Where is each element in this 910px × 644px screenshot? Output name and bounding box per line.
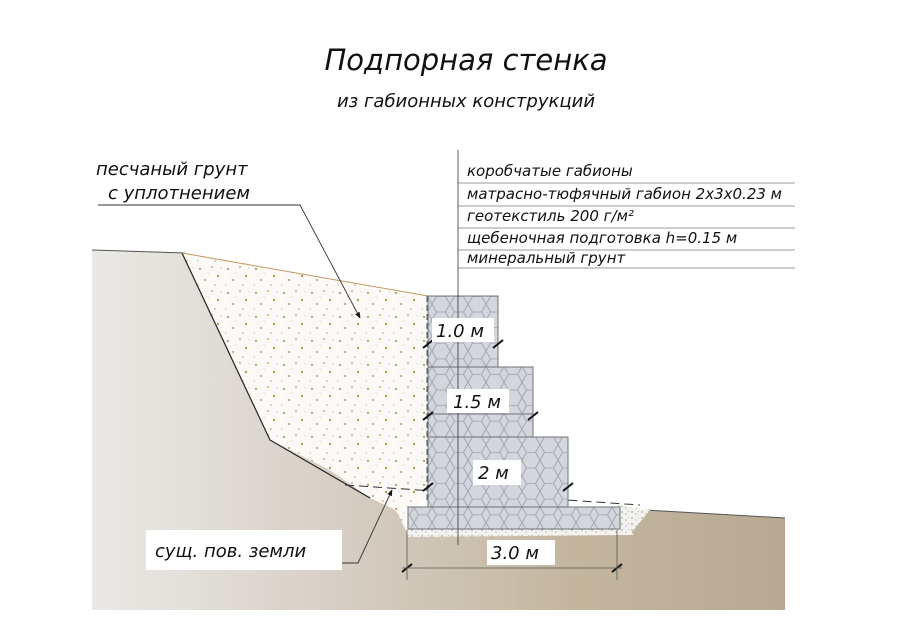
legend-item-3: геотекстиль 200 г/м² (467, 207, 634, 225)
dim-tier-middle: 1.5 м (453, 392, 501, 413)
sand-leader (98, 204, 361, 319)
dim-base-width: 3.0 м (491, 543, 539, 564)
legend-item-5: минеральный грунт (467, 249, 626, 267)
legend-lines (458, 182, 795, 269)
legend-item-2: матрасно-тюфячный габион 2х3х0.23 м (467, 185, 782, 203)
dimension-ticks (401, 339, 623, 573)
sand-label-2: с уплотнением (108, 183, 250, 204)
sand-label-1: песчаный грунт (96, 159, 248, 180)
existing-ground-line (91, 249, 186, 254)
dim-tier-bottom: 2 м (478, 463, 509, 484)
title-line-2: из габионных конструкций (337, 91, 595, 112)
dim-tier-top: 1.0 м (436, 321, 484, 342)
sand-backfill (182, 253, 428, 535)
legend-item-1: коробчатые габионы (467, 162, 633, 180)
mineral-soil (92, 250, 785, 610)
existing-surface-label: сущ. пов. земли (155, 541, 307, 562)
title-line-1: Подпорная стенка (324, 43, 607, 77)
mattress-gabion (407, 506, 621, 530)
legend-item-4: щебеночная подготовка h=0.15 м (467, 229, 737, 247)
gravel-prep (406, 528, 634, 537)
